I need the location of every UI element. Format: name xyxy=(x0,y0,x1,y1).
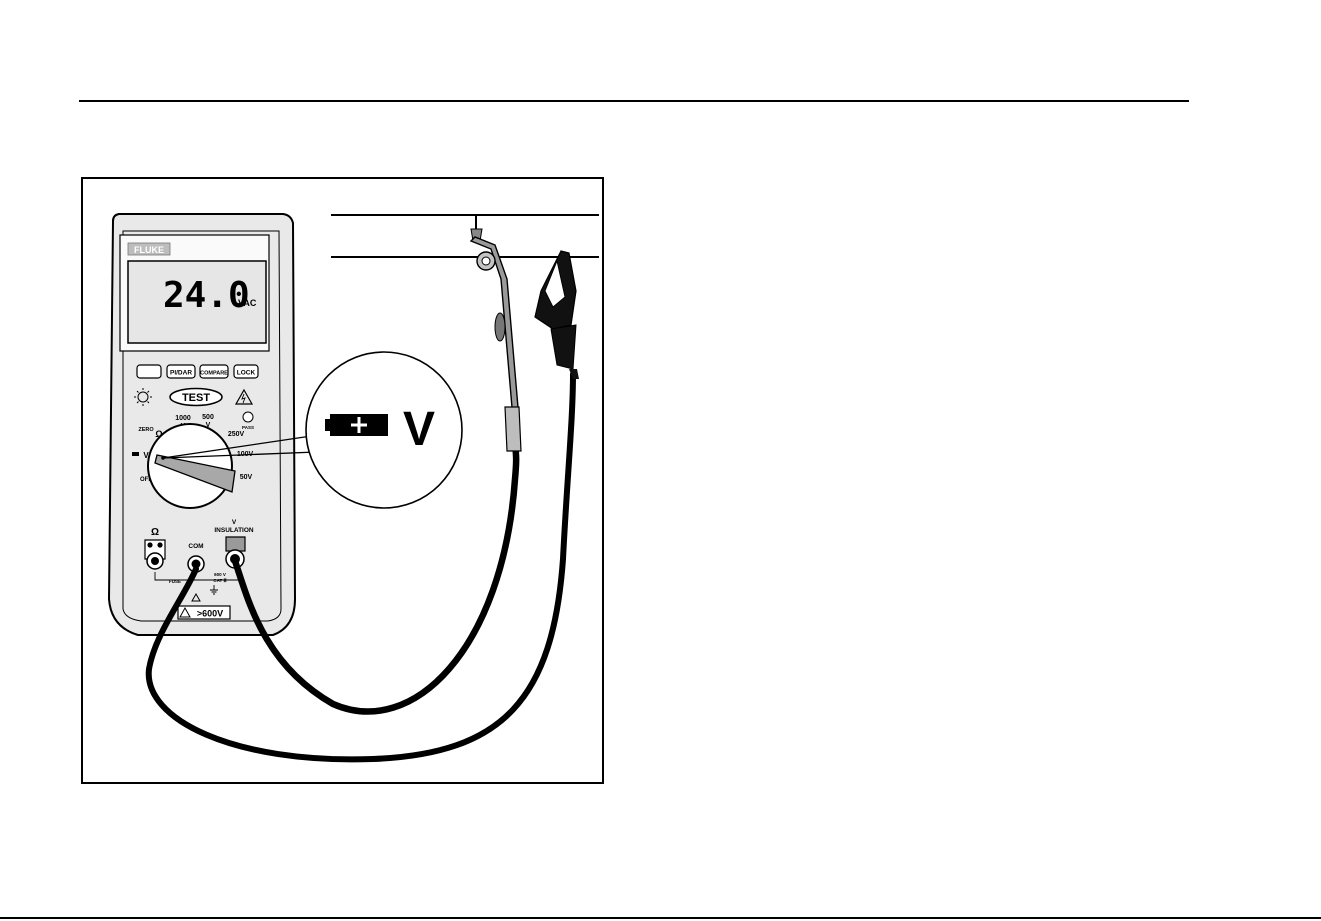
jack-rating-v: 600 V xyxy=(214,572,226,577)
bottom-rule xyxy=(0,917,1321,919)
figure-frame: FLUKE 24.0 VAC PI/DAR COMPARE LOCK TEST xyxy=(81,177,604,784)
alligator-clip xyxy=(535,251,579,379)
test-probe xyxy=(471,215,521,451)
jack-ohm-label: Ω xyxy=(151,527,159,538)
dial-50v-label: 50V xyxy=(240,474,253,481)
jack-insulation-label: INSULATION xyxy=(214,527,254,534)
pidar-label: PI/DAR xyxy=(170,370,192,377)
jack-fuse-label: FUSE xyxy=(169,579,181,584)
dial-250v-label: 250V xyxy=(228,431,245,438)
compare-label: COMPARE xyxy=(200,371,228,377)
dial-battery-icon xyxy=(132,452,139,456)
dial-1000-label: 1000 xyxy=(175,415,191,422)
warning-plate: >600V xyxy=(178,606,230,619)
callout-v-letter: V xyxy=(403,403,435,456)
brand-logo: FLUKE xyxy=(128,243,170,255)
dial-500-label: 500 xyxy=(202,414,214,421)
blank-button[interactable] xyxy=(137,365,161,378)
pass-label: PASS xyxy=(242,425,254,430)
top-rule xyxy=(79,100,1189,102)
warning-voltage-label: >600V xyxy=(197,609,223,619)
meter-illustration: FLUKE 24.0 VAC PI/DAR COMPARE LOCK TEST xyxy=(83,179,602,782)
pass-indicator xyxy=(243,412,253,422)
jack-com-label: COM xyxy=(188,543,203,550)
test-label: TEST xyxy=(182,392,210,404)
jack-v-label: V xyxy=(232,519,237,526)
brand-text: FLUKE xyxy=(134,245,164,255)
dial-zero-label: ZERO xyxy=(138,427,154,433)
display-unit: VAC xyxy=(238,298,257,308)
lock-label: LOCK xyxy=(237,370,256,377)
lcd-display: 24.0 VAC xyxy=(128,261,266,343)
display-reading: 24.0 xyxy=(163,275,250,316)
